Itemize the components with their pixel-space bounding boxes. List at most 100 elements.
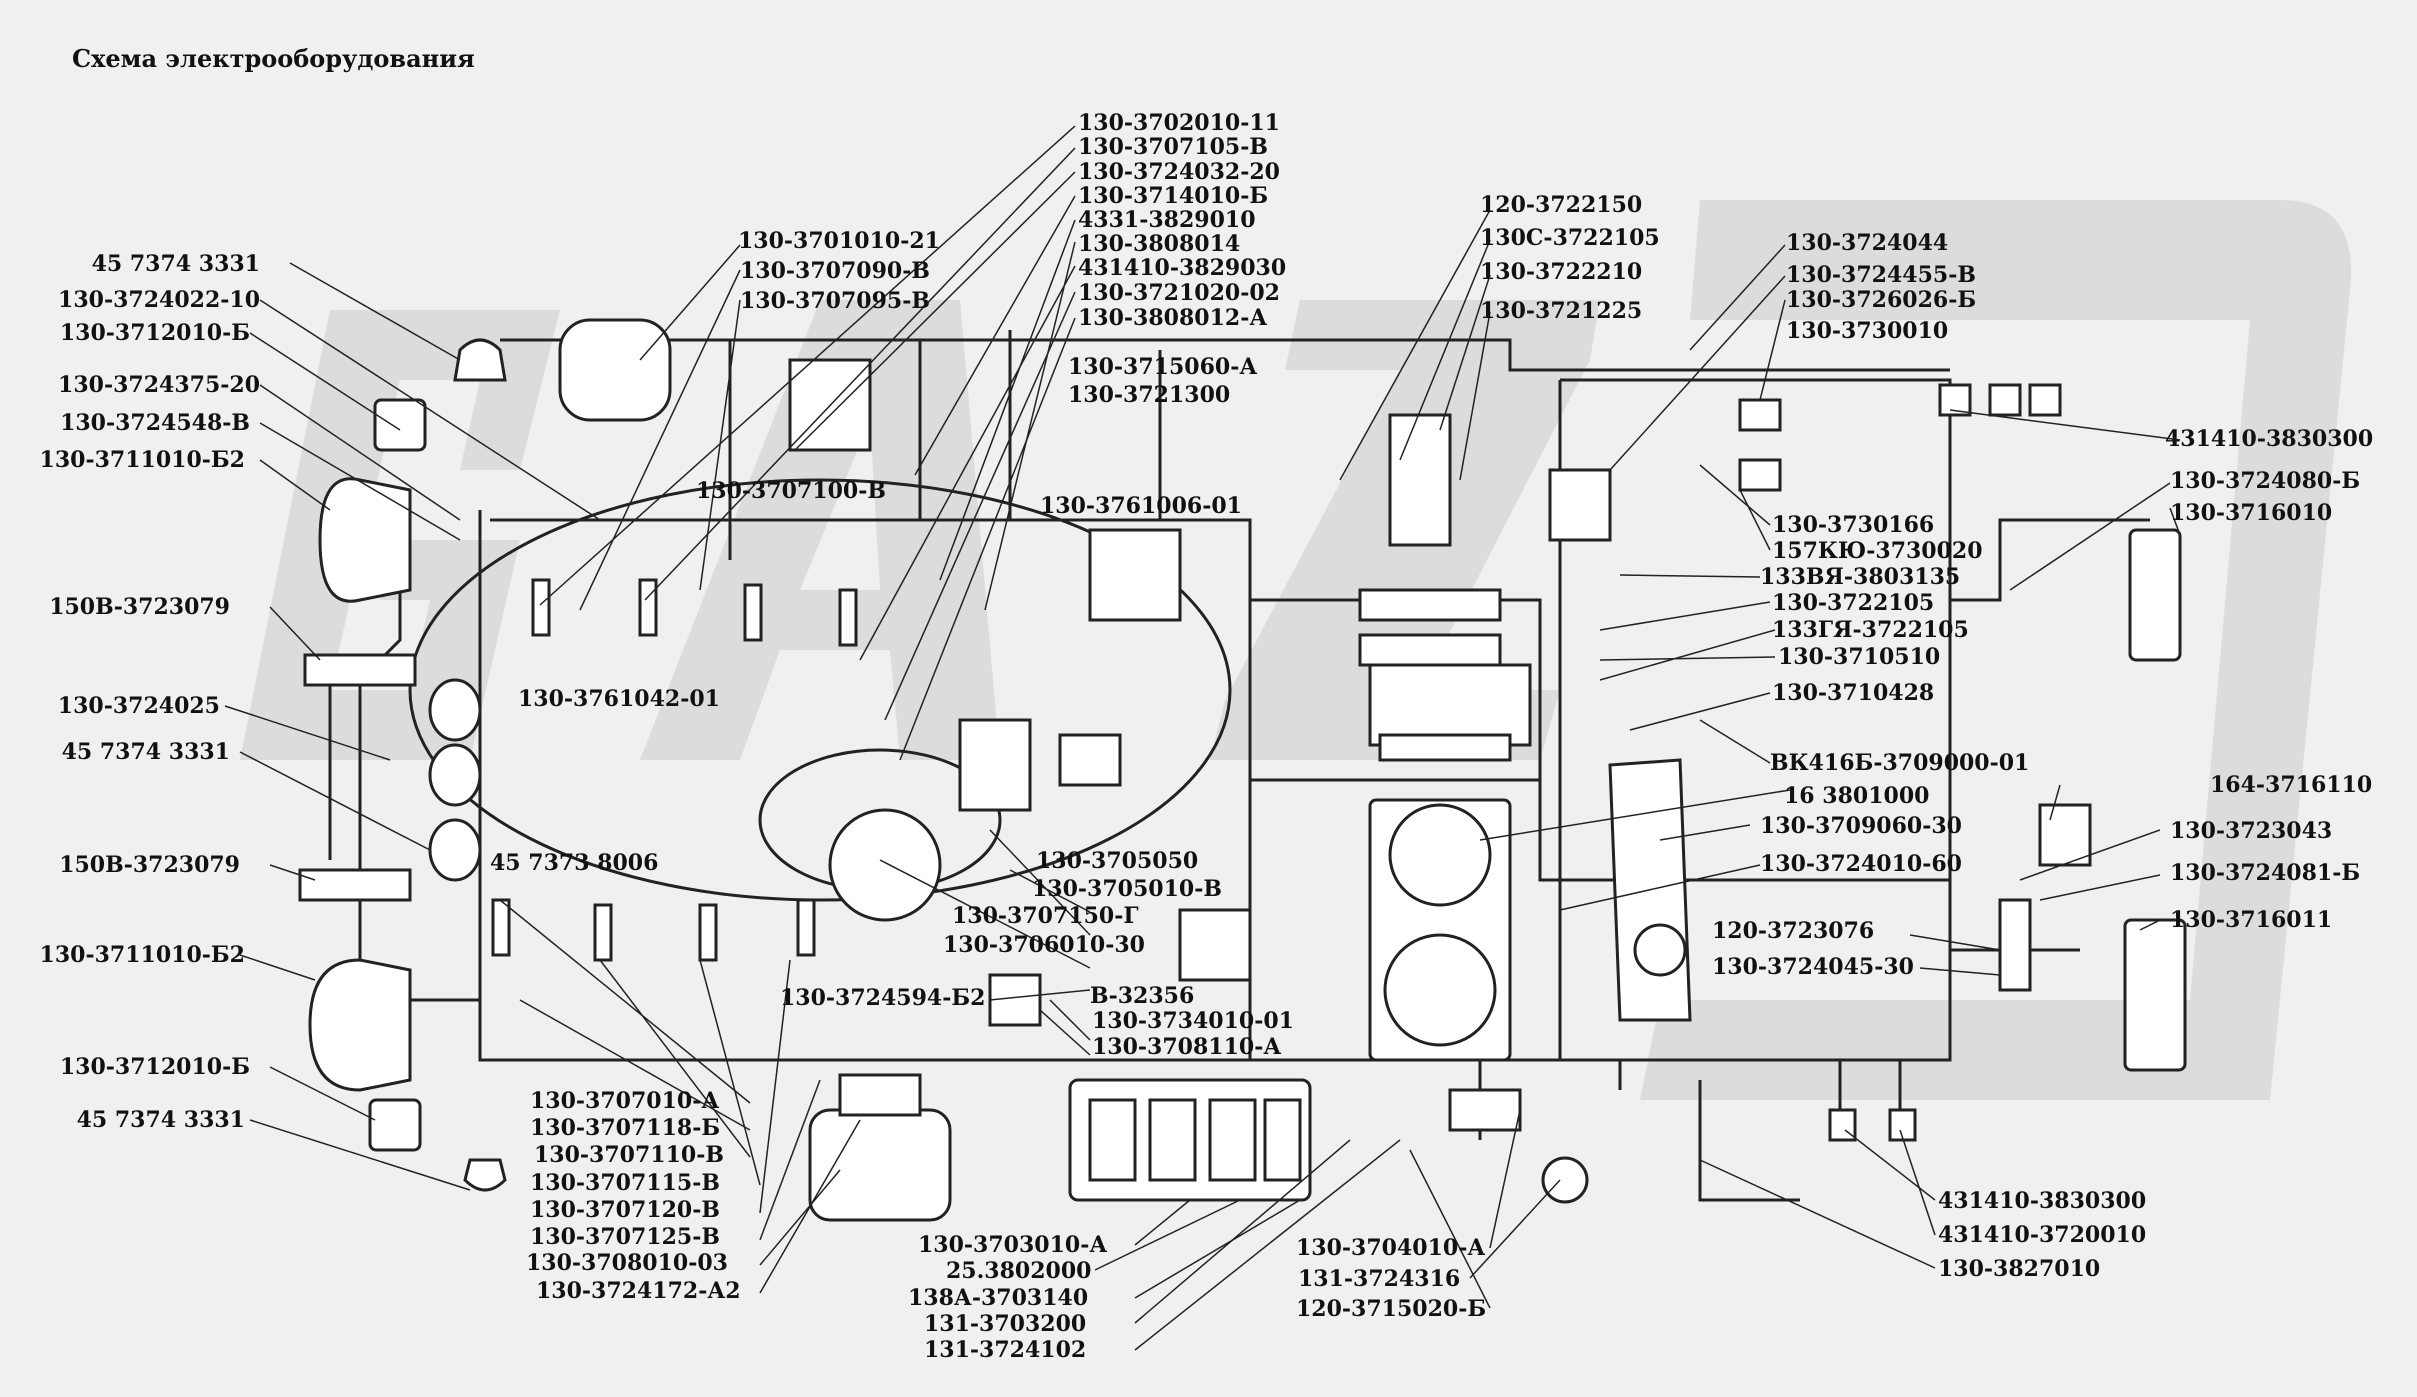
part-label: 130-3724172-А2	[536, 1278, 741, 1304]
part-label: 130-3724025	[57, 693, 220, 719]
part-label: 130-3730166	[1772, 512, 1935, 538]
part-label: 150В-3723079	[49, 594, 230, 620]
part-label: 431410-3720010	[1938, 1222, 2147, 1248]
part-label: 130-3703010-А	[918, 1232, 1108, 1258]
horn-bottom	[463, 1158, 507, 1192]
part-label: В-32356	[1090, 983, 1195, 1009]
part-label: 130-3726026-Б	[1786, 287, 1977, 313]
part-label: 130-3709060-30	[1760, 813, 1962, 839]
part-label: 130-3707110-В	[534, 1142, 724, 1168]
part-label: 130-3707120-В	[530, 1197, 720, 1223]
generator	[558, 318, 672, 422]
part-label: 130-3714010-Б	[1078, 183, 1269, 209]
part-label: 130-3712010-Б	[59, 1054, 250, 1080]
part-label: 150В-3723079	[59, 852, 240, 878]
part-label: 130-3707105-В	[1078, 134, 1268, 160]
part-label: 131-3724316	[1298, 1266, 1461, 1292]
part-label: 130-3724022-10	[58, 287, 260, 313]
tail-lamp-bottom	[2123, 918, 2187, 1072]
part-label: 120-3723076	[1712, 918, 1875, 944]
part-label: 130-3707095-В	[740, 288, 930, 314]
side-lamp-bottom	[368, 1098, 422, 1152]
engine-harness-loop	[408, 478, 1232, 902]
part-label: 133ГЯ-3722105	[1772, 617, 1969, 643]
part-label: 130-3723043	[2170, 818, 2333, 844]
part-label: 130-3707115-В	[530, 1170, 720, 1196]
part-label: 130-3707010-А	[530, 1088, 720, 1114]
headlight-left-top	[318, 477, 412, 603]
part-label: 45 7374 3331	[61, 739, 230, 765]
starter	[808, 1108, 952, 1222]
part-label: 130-3724010-60	[1760, 851, 1962, 877]
part-label: 130-3710510	[1778, 644, 1941, 670]
part-label: 157КЮ-3730020	[1772, 538, 1983, 564]
part-label: 45 7374 3331	[91, 251, 260, 277]
connector-block-top	[303, 653, 417, 687]
part-label: 130-3761042-01	[518, 686, 720, 712]
ignition-coil	[1088, 528, 1182, 622]
part-label: 131-3724102	[924, 1337, 1087, 1363]
part-label: 130-3722105	[1772, 590, 1935, 616]
part-label: 130-3724044	[1786, 230, 1949, 256]
part-label: 130-3734010-01	[1092, 1008, 1294, 1034]
part-label: 130-3724081-Б	[2170, 860, 2361, 886]
part-label: 130-3702010-11	[1078, 110, 1280, 136]
part-label: 130-3721300	[1068, 382, 1231, 408]
connector-block-bottom	[298, 868, 412, 902]
part-label: 431410-3830300	[2165, 426, 2374, 452]
part-label: ВК416Б-3709000-01	[1770, 750, 2030, 776]
part-label: 130-3708010-03	[526, 1250, 728, 1276]
headlight-left-bottom	[308, 958, 412, 1092]
part-label: 120-3715020-Б	[1296, 1296, 1487, 1322]
part-label: 120-3722150	[1480, 192, 1643, 218]
part-label: 130-3827010	[1938, 1256, 2101, 1282]
part-label: 130-3724045-30	[1712, 954, 1914, 980]
part-label: 133ВЯ-3803135	[1760, 564, 1961, 590]
part-label: 130-3701010-21	[738, 228, 940, 254]
distributor	[828, 808, 942, 922]
part-label: 131-3703200	[924, 1311, 1087, 1337]
part-label: 130-3808014	[1078, 231, 1241, 257]
part-label: 130-3710428	[1772, 680, 1935, 706]
part-label: 130-3711010-Б2	[39, 447, 245, 473]
part-label: 130С-3722105	[1480, 225, 1660, 251]
part-label: 130-3704010-А	[1296, 1235, 1486, 1261]
part-label: 130-3705050	[1036, 848, 1199, 874]
part-label: 130-3722210	[1480, 259, 1643, 285]
part-label: 130-3707150-Г	[952, 903, 1139, 929]
speedometer	[1388, 803, 1492, 907]
part-label: 130-3724594-Б2	[780, 985, 986, 1011]
part-label: 130-3712010-Б	[59, 320, 250, 346]
part-label: 130-3705010-В	[1032, 876, 1222, 902]
part-label: 130-3706010-30	[943, 932, 1145, 958]
part-label: 25.3802000	[946, 1258, 1092, 1284]
part-label: 130-3721020-02	[1078, 280, 1280, 306]
part-label: 45 7373 8006	[490, 850, 659, 876]
part-label: 130-3724548-В	[60, 410, 250, 436]
part-label: 431410-3829030	[1078, 255, 1287, 281]
part-label: 4331-3829010	[1078, 207, 1256, 233]
part-label: 16 3801000	[1784, 783, 1930, 809]
part-label: 130-3808012-А	[1078, 305, 1268, 331]
relay-block	[1548, 468, 1612, 542]
part-label: 130-3707118-Б	[530, 1115, 721, 1141]
part-label: 130-3724032-20	[1078, 159, 1280, 185]
part-label: 130-3715060-А	[1068, 354, 1258, 380]
part-label: 130-3707100-В	[696, 478, 886, 504]
part-label: 130-3716010	[2170, 500, 2333, 526]
part-label: 130-3707090-В	[740, 258, 930, 284]
part-label: 45 7374 3331	[76, 1107, 245, 1133]
page-title: Схема электрооборудования	[72, 44, 475, 73]
part-label: 130-3711010-Б2	[39, 942, 245, 968]
part-label: 130-3730010	[1786, 318, 1949, 344]
part-label: 431410-3830300	[1938, 1188, 2147, 1214]
part-label: 164-3716110	[2210, 772, 2373, 798]
side-lamp-top	[373, 398, 427, 452]
part-label: 130-3724080-Б	[2170, 468, 2361, 494]
main-harness-outline	[478, 378, 1952, 1062]
part-label: 130-3724455-В	[1786, 262, 1976, 288]
part-label: 130-3761006-01	[1040, 493, 1242, 519]
part-label: 130-3721225	[1480, 298, 1643, 324]
part-label: 130-3708110-А	[1092, 1034, 1282, 1060]
